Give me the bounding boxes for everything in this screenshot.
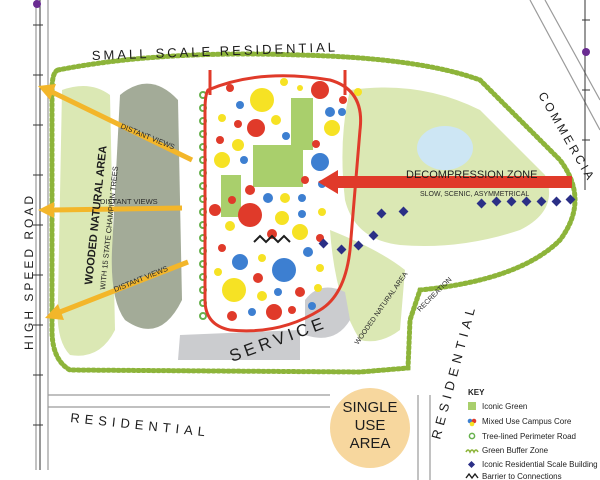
iconic-greens <box>221 98 313 217</box>
legend-item: Mixed Use Campus Core <box>482 417 572 426</box>
road-ticks <box>33 19 590 426</box>
campus-loop-road <box>203 74 363 333</box>
decompression-arrow <box>318 170 572 194</box>
campus-dots-icon <box>467 418 477 427</box>
label-decompression-zone: DECOMPRESSION ZONE <box>406 169 537 181</box>
green-square-icon <box>468 402 476 410</box>
residential-diamonds <box>318 194 576 255</box>
legend-item: Iconic Residential Scale Building <box>482 460 598 469</box>
single-use-label-3: AREA <box>350 435 391 452</box>
legend: KEY Iconic Green Mixed Use Campus Core T… <box>465 388 598 480</box>
diamond-icon <box>467 460 476 469</box>
service-area <box>178 330 300 360</box>
legend-item: Iconic Green <box>482 402 527 411</box>
label-distant-views-2: DISTANT VIEWS <box>100 197 158 206</box>
label-residential-left: RESIDENTIAL <box>70 410 211 440</box>
legend-item: Tree-lined Perimeter Road <box>482 432 576 441</box>
pond <box>417 126 473 170</box>
single-use-area <box>330 388 410 468</box>
scallop-line-icon <box>465 449 479 454</box>
legend-title: KEY <box>468 388 485 397</box>
legend-item: Green Buffer Zone <box>482 446 549 455</box>
barrier-zigzag <box>253 234 291 244</box>
wooded-area-left <box>57 86 115 356</box>
road-marker <box>33 0 41 8</box>
single-use-label-2: USE <box>355 417 386 434</box>
road-marker <box>582 48 590 56</box>
single-use-label-1: SINGLE <box>342 399 397 416</box>
label-decompression-sub: SLOW, SCENIC, ASYMMETRICAL <box>420 191 529 198</box>
service-curve <box>305 287 350 338</box>
legend-item: Barrier to Connections <box>482 472 562 480</box>
zigzag-icon <box>465 472 479 480</box>
surrounding-roads <box>35 0 600 480</box>
label-high-speed-road: HIGH SPEED ROAD <box>22 193 36 350</box>
distant-view-arrows <box>38 84 194 320</box>
tree-dot-icon <box>468 432 476 440</box>
